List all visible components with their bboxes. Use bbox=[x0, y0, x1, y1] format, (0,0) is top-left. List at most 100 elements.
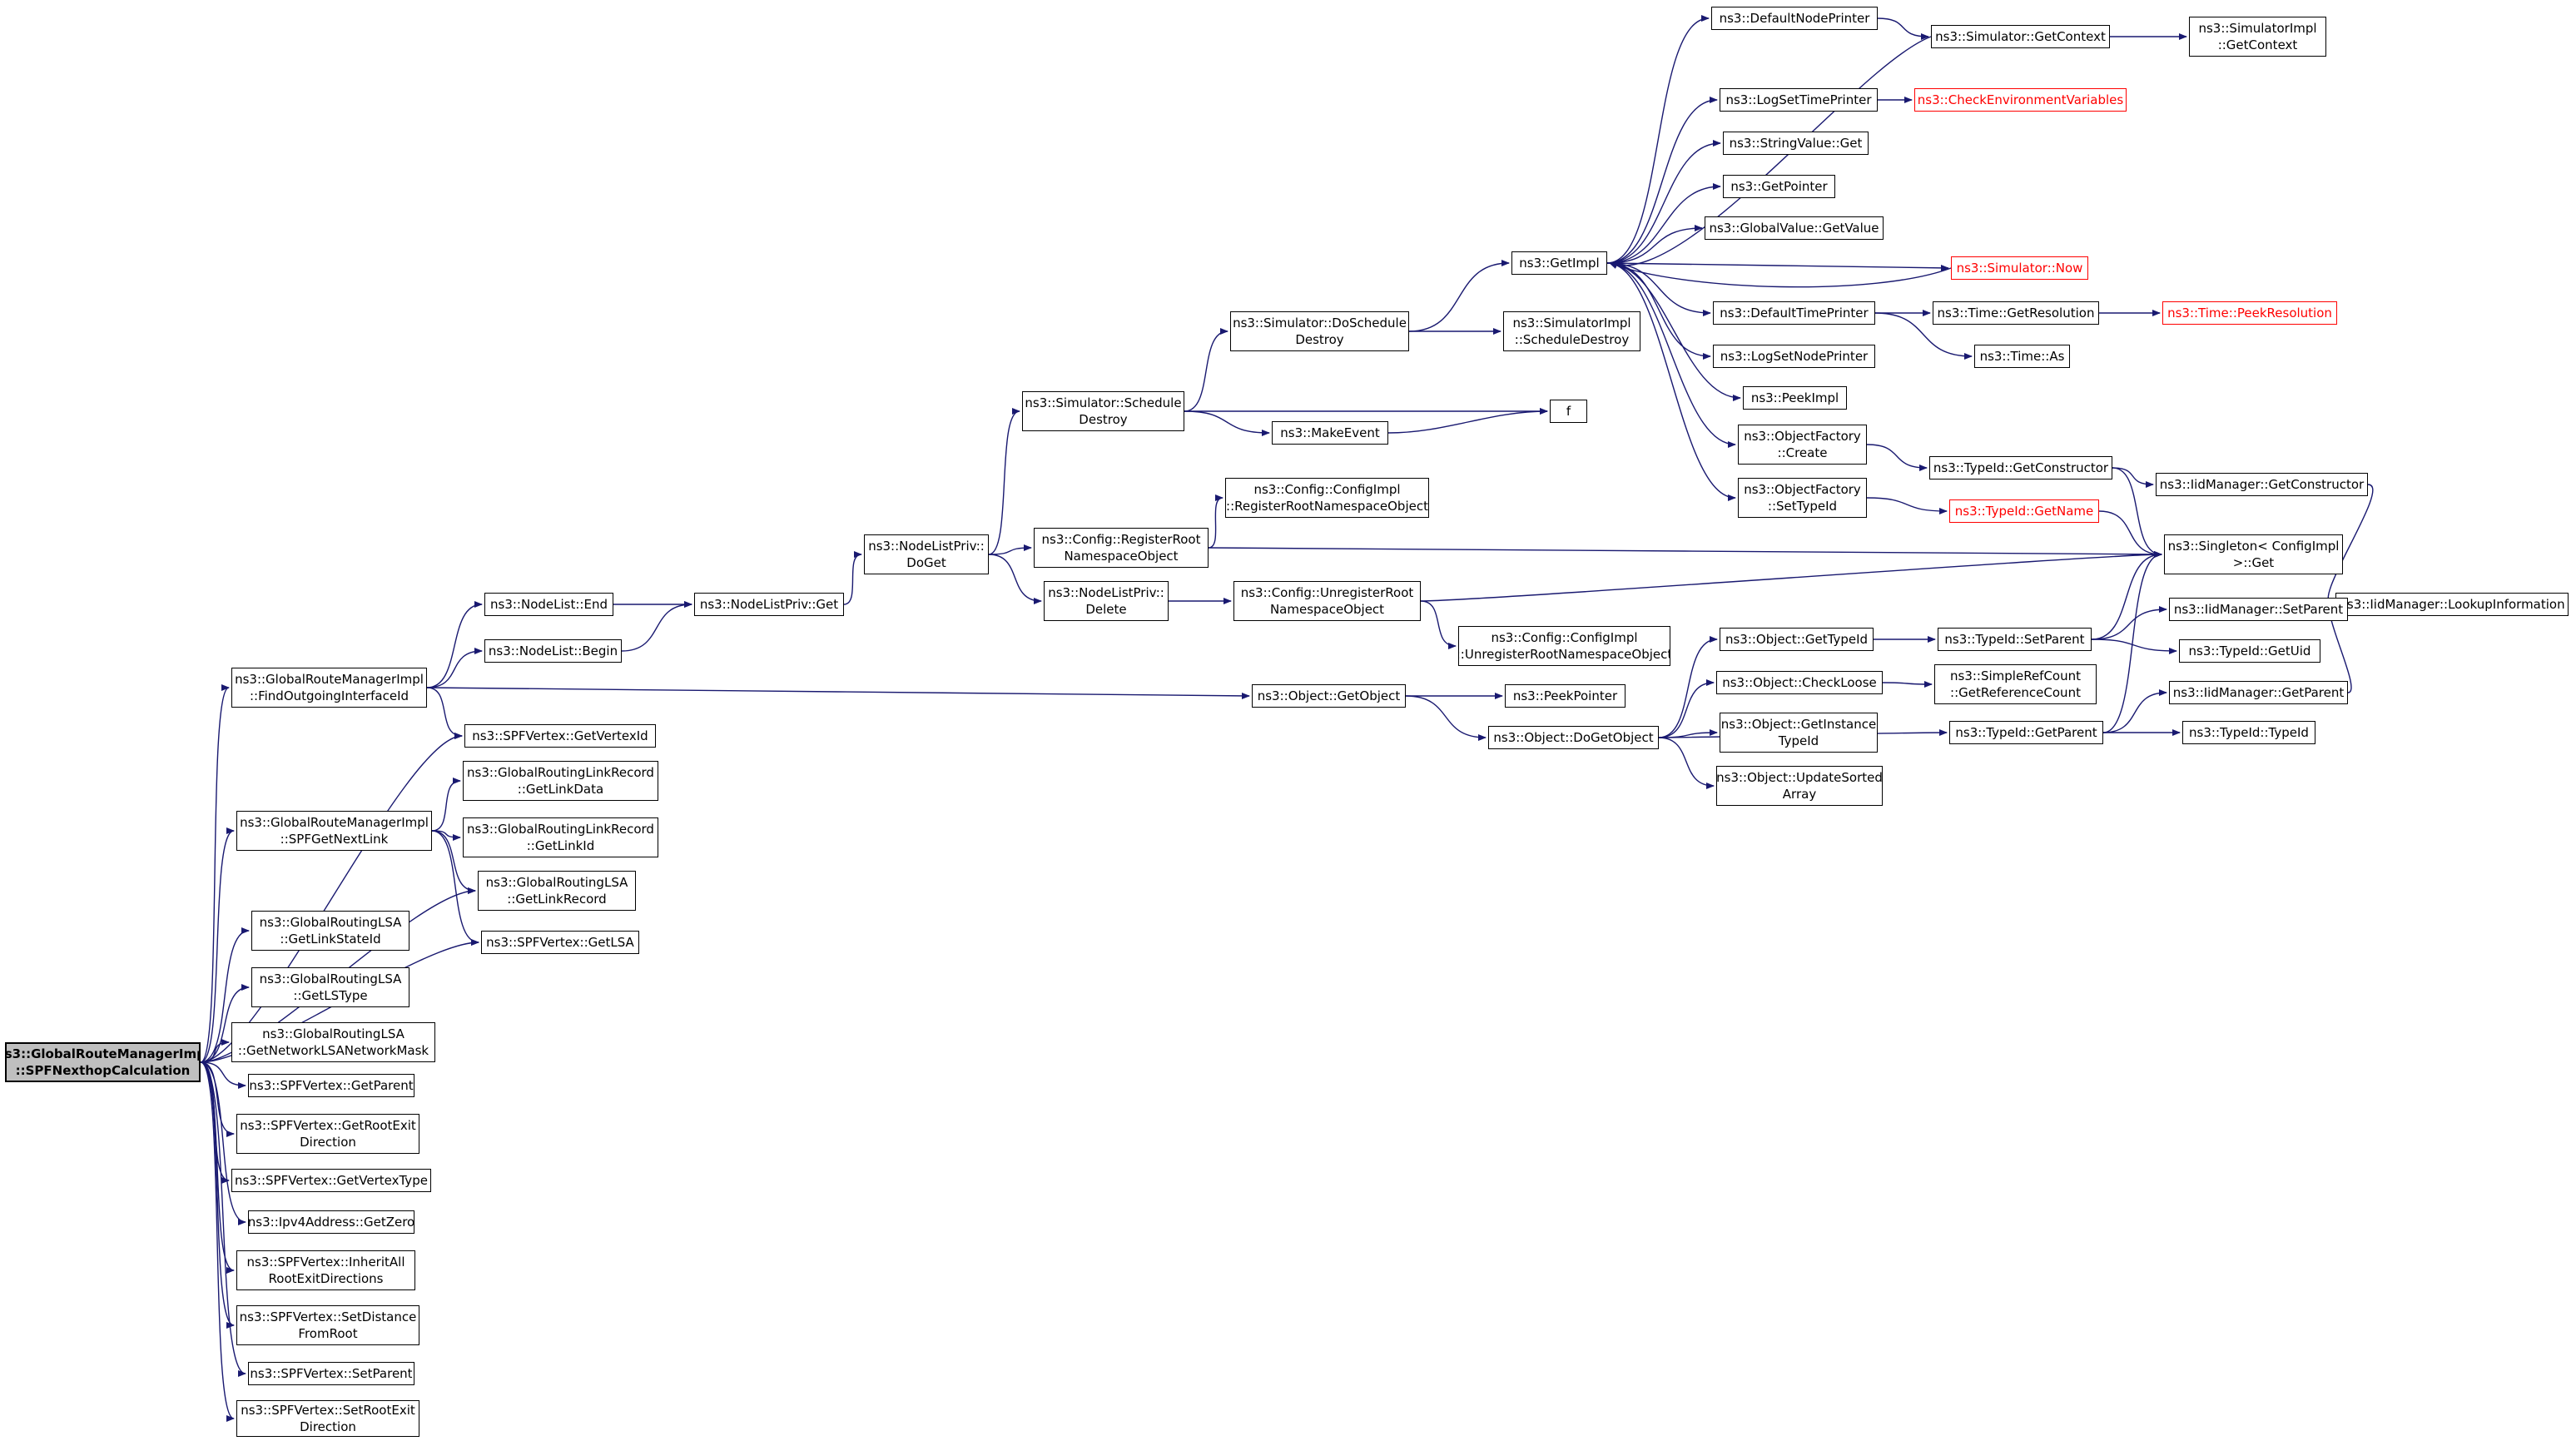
graph-node-n59[interactable]: ns3::SPFVertex::GetLSA bbox=[481, 931, 639, 954]
graph-node-n11[interactable]: ns3::DefaultTimePrinter bbox=[1713, 301, 1875, 325]
call-edge-n32-n22 bbox=[2102, 551, 2162, 733]
call-edge-n70-n62 bbox=[200, 1061, 246, 1089]
graph-node-n5[interactable]: ns3::CheckEnvironmentVariables bbox=[1914, 88, 2127, 112]
call-edge-n20-n21 bbox=[1866, 497, 1948, 514]
graph-node-n31[interactable]: ns3::Object::GetInstance TypeId bbox=[1720, 713, 1878, 753]
call-edge-n41-n22 bbox=[1208, 547, 2162, 558]
graph-node-n49[interactable]: ns3::Object::GetObject bbox=[1252, 684, 1406, 708]
graph-node-n17[interactable]: ns3::ObjectFactory ::Create bbox=[1738, 425, 1867, 465]
graph-node-n48[interactable]: ns3::NodeList::Begin bbox=[484, 639, 622, 663]
graph-node-n40[interactable]: ns3::Config::ConfigImpl ::RegisterRootNa… bbox=[1225, 478, 1429, 518]
graph-node-n50[interactable]: ns3::PeekPointer bbox=[1505, 684, 1626, 708]
graph-node-n68[interactable]: ns3::SPFVertex::SetParent bbox=[248, 1362, 414, 1385]
call-edge-n9-n6 bbox=[1606, 140, 1721, 264]
call-edge-n52-n53 bbox=[426, 687, 463, 739]
call-edge-n52-n48 bbox=[426, 648, 483, 688]
graph-node-n53[interactable]: ns3::SPFVertex::GetVertexId bbox=[464, 724, 656, 748]
graph-node-n42[interactable]: ns3::NodeListPriv:: DoGet bbox=[864, 534, 989, 574]
graph-node-n9[interactable]: ns3::GetImpl bbox=[1511, 251, 1607, 275]
call-edge-n42-n43 bbox=[988, 554, 1042, 604]
graph-node-n7[interactable]: ns3::GetPointer bbox=[1723, 175, 1835, 198]
graph-node-n64[interactable]: ns3::SPFVertex::GetVertexType bbox=[231, 1169, 431, 1192]
call-edge-n37-n35 bbox=[1184, 328, 1228, 412]
graph-node-n69[interactable]: ns3::SPFVertex::SetRootExit Direction bbox=[236, 1400, 419, 1437]
graph-node-n57[interactable]: ns3::GlobalRoutingLSA ::GetLinkRecord bbox=[478, 871, 636, 911]
call-edge-n9-n17 bbox=[1606, 262, 1736, 448]
graph-node-n34[interactable]: ns3::Object::UpdateSorted Array bbox=[1716, 766, 1883, 806]
call-edge-n55-n54 bbox=[431, 778, 461, 832]
call-edge-n32-n30 bbox=[2102, 689, 2167, 733]
graph-node-n21[interactable]: ns3::TypeId::GetName bbox=[1949, 499, 2099, 523]
graph-node-n3[interactable]: ns3::SimulatorImpl ::GetContext bbox=[2189, 17, 2326, 57]
call-edge-n9-n8 bbox=[1606, 225, 1703, 264]
graph-node-n30[interactable]: ns3::IidManager::GetParent bbox=[2169, 681, 2348, 704]
graph-node-n36[interactable]: ns3::SimulatorImpl ::ScheduleDestroy bbox=[1503, 311, 1640, 351]
call-edge-n70-n52 bbox=[200, 684, 230, 1063]
graph-node-n58[interactable]: ns3::GlobalRoutingLSA ::GetLinkStateId bbox=[251, 911, 409, 951]
graph-node-n18[interactable]: ns3::TypeId::GetConstructor bbox=[1929, 456, 2112, 480]
graph-node-n38[interactable]: f bbox=[1550, 400, 1587, 423]
call-edge-n70-n68 bbox=[200, 1061, 246, 1377]
graph-node-n12[interactable]: ns3::Time::GetResolution bbox=[1933, 301, 2099, 325]
graph-node-n70[interactable]: ns3::GlobalRouteManagerImpl ::SPFNexthop… bbox=[5, 1042, 201, 1082]
graph-node-n10[interactable]: ns3::Simulator::Now bbox=[1951, 256, 2088, 280]
graph-node-n37[interactable]: ns3::Simulator::Schedule Destroy bbox=[1022, 391, 1184, 431]
call-edge-n55-n59 bbox=[431, 830, 479, 946]
graph-node-n6[interactable]: ns3::StringValue::Get bbox=[1723, 132, 1869, 155]
call-edge-n27-n24 bbox=[2091, 606, 2167, 640]
graph-node-n41[interactable]: ns3::Config::RegisterRoot NamespaceObjec… bbox=[1034, 528, 1209, 568]
graph-node-n24[interactable]: ns3::IidManager::SetParent bbox=[2169, 598, 2348, 621]
call-edge-n51-n28 bbox=[1658, 679, 1715, 738]
graph-node-n27[interactable]: ns3::TypeId::SetParent bbox=[1938, 628, 2092, 651]
call-edge-n55-n57 bbox=[431, 830, 476, 894]
graph-node-n15[interactable]: ns3::Time::As bbox=[1974, 345, 2070, 368]
graph-node-n67[interactable]: ns3::SPFVertex::SetDistance FromRoot bbox=[236, 1305, 419, 1345]
graph-node-n23[interactable]: ns3::IidManager::LookupInformation bbox=[2335, 593, 2569, 616]
call-edge-n52-n49 bbox=[426, 687, 1250, 699]
graph-node-n19[interactable]: ns3::IidManager::GetConstructor bbox=[2156, 473, 2368, 496]
graph-node-n54[interactable]: ns3::GlobalRoutingLinkRecord ::GetLinkDa… bbox=[463, 761, 658, 801]
graph-node-n45[interactable]: ns3::Config::ConfigImpl ::UnregisterRoot… bbox=[1458, 626, 1670, 666]
graph-node-n8[interactable]: ns3::GlobalValue::GetValue bbox=[1705, 216, 1884, 240]
graph-node-n43[interactable]: ns3::NodeListPriv:: Delete bbox=[1044, 581, 1169, 621]
graph-node-n51[interactable]: ns3::Object::DoGetObject bbox=[1488, 726, 1659, 749]
graph-node-n39[interactable]: ns3::MakeEvent bbox=[1272, 421, 1388, 445]
graph-node-n26[interactable]: ns3::Object::GetTypeId bbox=[1720, 628, 1874, 651]
call-edge-n44-n45 bbox=[1420, 600, 1457, 649]
graph-node-n62[interactable]: ns3::SPFVertex::GetParent bbox=[248, 1074, 414, 1097]
graph-node-n4[interactable]: ns3::LogSetTimePrinter bbox=[1720, 88, 1878, 112]
graph-node-n52[interactable]: ns3::GlobalRouteManagerImpl ::FindOutgoi… bbox=[231, 668, 427, 708]
graph-node-n65[interactable]: ns3::Ipv4Address::GetZero bbox=[248, 1210, 414, 1234]
graph-node-n56[interactable]: ns3::GlobalRoutingLinkRecord ::GetLinkId bbox=[463, 817, 658, 857]
call-edge-n41-n40 bbox=[1208, 494, 1223, 549]
graph-node-n20[interactable]: ns3::ObjectFactory ::SetTypeId bbox=[1738, 478, 1867, 518]
call-edge-n37-n39 bbox=[1184, 410, 1270, 436]
graph-node-n28[interactable]: ns3::Object::CheckLoose bbox=[1716, 671, 1883, 694]
call-edge-n9-n7 bbox=[1606, 183, 1721, 264]
call-edge-n48-n47 bbox=[621, 601, 692, 652]
graph-node-n61[interactable]: ns3::GlobalRoutingLSA ::GetNetworkLSANet… bbox=[231, 1022, 435, 1062]
graph-node-n25[interactable]: ns3::TypeId::GetUid bbox=[2179, 639, 2320, 663]
graph-node-n66[interactable]: ns3::SPFVertex::InheritAll RootExitDirec… bbox=[236, 1250, 415, 1290]
graph-node-n63[interactable]: ns3::SPFVertex::GetRootExit Direction bbox=[236, 1114, 419, 1154]
graph-node-n29[interactable]: ns3::SimpleRefCount ::GetReferenceCount bbox=[1934, 664, 2097, 704]
call-edge-n18-n22 bbox=[2112, 467, 2162, 558]
graph-node-n2[interactable]: ns3::Simulator::GetContext bbox=[1931, 25, 2110, 48]
graph-node-n44[interactable]: ns3::Config::UnregisterRoot NamespaceObj… bbox=[1233, 581, 1421, 621]
graph-node-n16[interactable]: ns3::PeekImpl bbox=[1743, 386, 1847, 410]
call-edge-n70-n53 bbox=[200, 733, 463, 1063]
call-edge-n44-n22 bbox=[1420, 551, 2162, 602]
graph-node-n32[interactable]: ns3::TypeId::GetParent bbox=[1949, 721, 2103, 744]
graph-node-n35[interactable]: ns3::Simulator::DoSchedule Destroy bbox=[1230, 311, 1409, 351]
graph-node-n13[interactable]: ns3::Time::PeekResolution bbox=[2162, 301, 2337, 325]
graph-node-n33[interactable]: ns3::TypeId::TypeId bbox=[2182, 721, 2315, 744]
call-edge-n42-n37 bbox=[988, 408, 1020, 555]
graph-node-n47[interactable]: ns3::NodeListPriv::Get bbox=[694, 593, 844, 616]
graph-node-n1[interactable]: ns3::DefaultNodePrinter bbox=[1711, 7, 1878, 30]
graph-node-n55[interactable]: ns3::GlobalRouteManagerImpl ::SPFGetNext… bbox=[236, 811, 432, 851]
graph-node-n60[interactable]: ns3::GlobalRoutingLSA ::GetLSType bbox=[251, 967, 409, 1007]
graph-node-n14[interactable]: ns3::LogSetNodePrinter bbox=[1713, 345, 1875, 368]
graph-node-n46[interactable]: ns3::NodeList::End bbox=[484, 593, 613, 616]
graph-node-n22[interactable]: ns3::Singleton< ConfigImpl >::Get bbox=[2164, 534, 2343, 574]
